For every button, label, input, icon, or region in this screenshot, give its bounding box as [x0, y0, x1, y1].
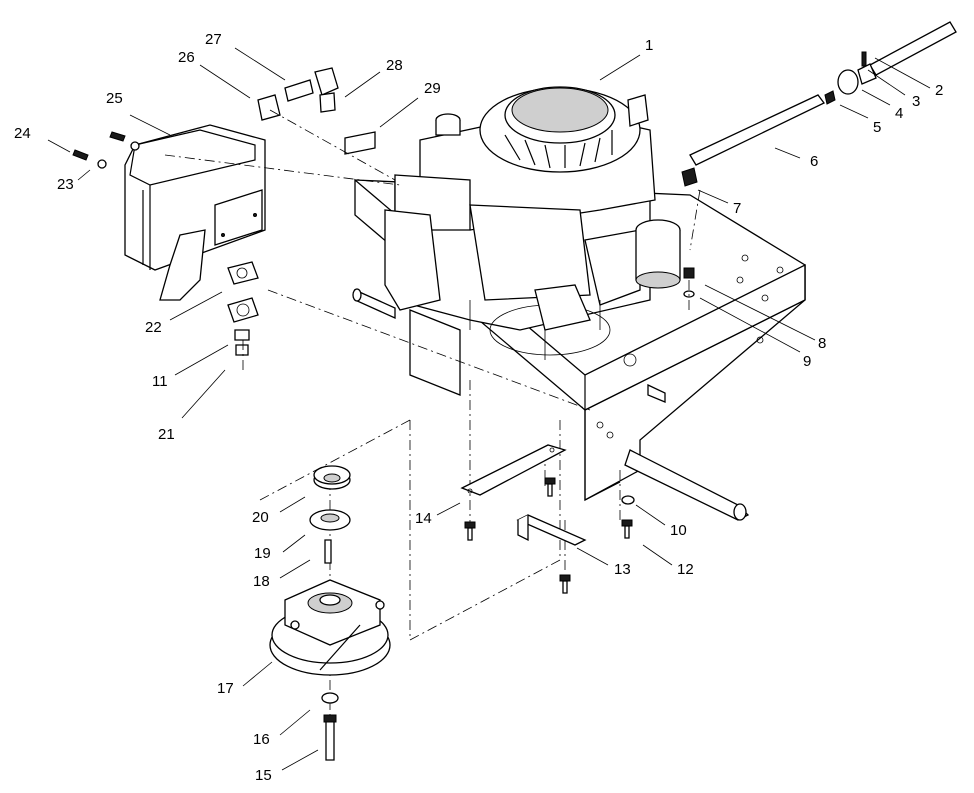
callout-12: 12	[677, 561, 694, 578]
callout-11: 11	[152, 373, 168, 390]
callout-27: 27	[205, 31, 222, 48]
callout-16: 16	[253, 731, 270, 748]
leader-lines	[47, 47, 931, 771]
callout-20: 20	[252, 509, 269, 526]
callout-6: 6	[810, 153, 818, 170]
clutch-assembly	[269, 465, 391, 761]
callout-24: 24	[14, 125, 31, 142]
callout-23: 23	[57, 176, 74, 193]
callout-29: 29	[424, 80, 441, 97]
callout-25: 25	[106, 90, 123, 107]
callout-21: 21	[158, 426, 175, 443]
callout-13: 13	[614, 561, 631, 578]
bolt-8-9	[683, 267, 695, 298]
muffler	[124, 124, 266, 301]
bolts-lower	[464, 477, 635, 594]
callout-2: 2	[935, 82, 943, 99]
callout-9: 9	[803, 353, 811, 370]
callout-7: 7	[733, 200, 741, 217]
frame-bracket	[409, 309, 461, 396]
muffler-gaskets	[227, 261, 259, 356]
frame-plate	[354, 178, 806, 502]
callout-26: 26	[178, 49, 195, 66]
callout-22: 22	[145, 319, 162, 336]
callout-28: 28	[386, 57, 403, 74]
gasket-29	[344, 131, 376, 155]
bracket-13	[516, 514, 587, 546]
callout-labels: 1 2 3 4 5 6 7 8 9 10 11 12 13 14 15 16 1…	[14, 31, 943, 784]
callout-15: 15	[255, 767, 272, 784]
callout-19: 19	[254, 545, 271, 562]
callout-3: 3	[912, 93, 920, 110]
callout-10: 10	[670, 522, 687, 539]
engine	[384, 86, 681, 360]
callout-4: 4	[895, 105, 903, 122]
axle-tube	[352, 288, 750, 521]
fuel-fittings	[257, 67, 339, 121]
callout-5: 5	[873, 119, 881, 136]
callout-18: 18	[253, 573, 270, 590]
muffler-bolts	[72, 131, 140, 169]
bracket-14	[460, 444, 567, 496]
callout-8: 8	[818, 335, 826, 352]
fuel-line	[681, 21, 957, 187]
callout-14: 14	[415, 510, 432, 527]
callout-1: 1	[645, 37, 653, 54]
callout-17: 17	[217, 680, 234, 697]
